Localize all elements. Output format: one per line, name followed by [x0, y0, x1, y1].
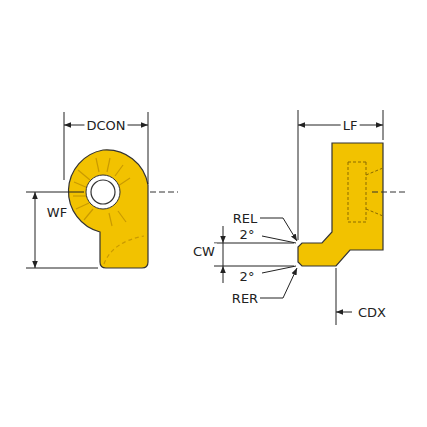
dimension-label: CDX: [356, 305, 388, 320]
hole-ring: [86, 175, 120, 209]
radius-label: RER: [230, 291, 260, 306]
lf-dimension: [298, 110, 383, 240]
radius-label: REL: [231, 211, 260, 226]
dimension-label: DCON: [84, 118, 127, 133]
angle-label: 2°: [238, 269, 257, 284]
side-view: [298, 143, 406, 266]
cdx-dimension: [336, 268, 352, 325]
center-line: [372, 192, 406, 193]
angle-label: 2°: [238, 227, 257, 242]
center-line: [150, 192, 178, 193]
leader-lines: [260, 218, 297, 298]
dcon-dimension: [64, 112, 148, 184]
dimension-label: CW: [191, 244, 217, 259]
front-view: [68, 150, 178, 268]
wf-dimension: [26, 192, 98, 268]
dimension-label: WF: [45, 205, 69, 220]
cw-dimension: [214, 226, 296, 283]
dimension-label: LF: [341, 118, 360, 133]
insert-outline: [68, 150, 148, 268]
insert-body: [298, 143, 383, 266]
hole: [91, 180, 115, 204]
groove-lines: [73, 158, 144, 264]
